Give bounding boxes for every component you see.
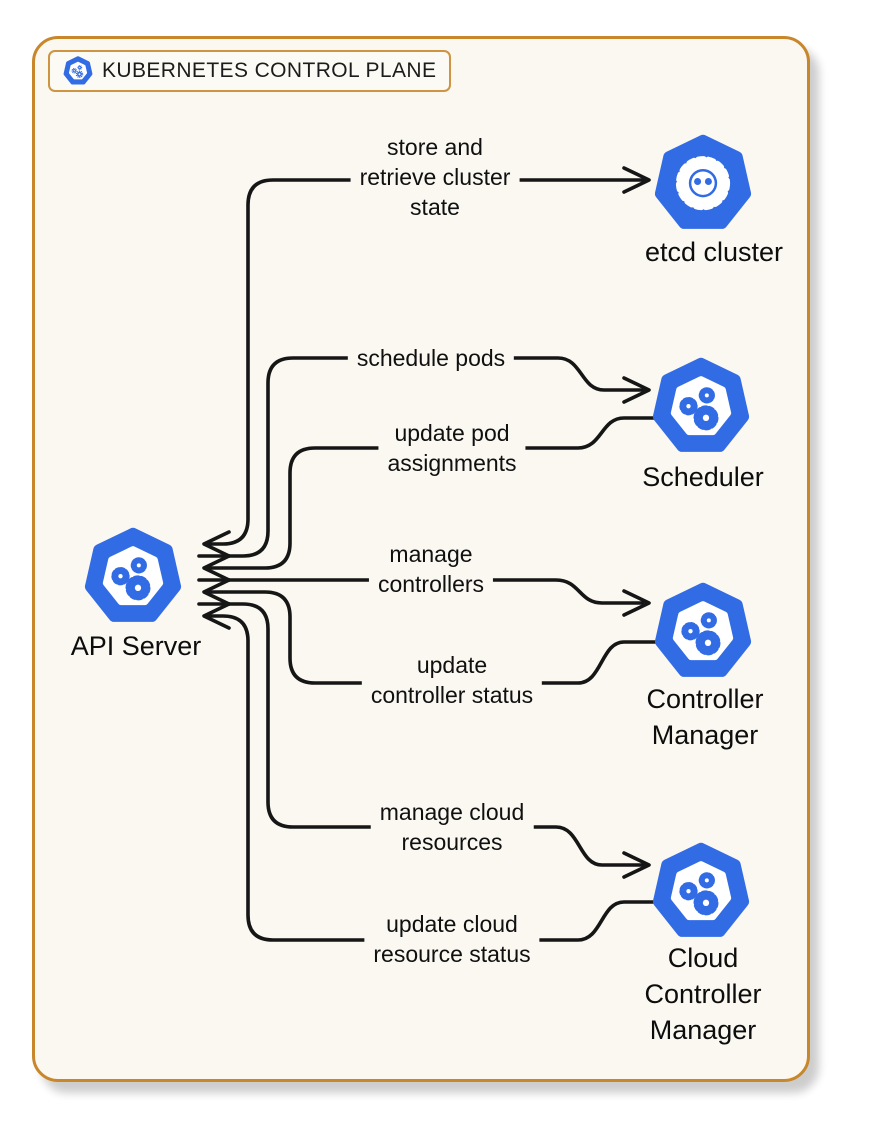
- arrowhead-into-cloud-controller-manager: [622, 851, 651, 879]
- edge-group: [197, 166, 658, 942]
- edge-cloud-controller-manager-api: [202, 602, 658, 942]
- page-title: KUBERNETES CONTROL PLANE: [102, 59, 437, 82]
- edge-label-store-retrieve-state: store and retrieve cluster state: [350, 131, 520, 223]
- node-label-cloud-controller-manager: Cloud Controller Manager: [644, 943, 762, 1045]
- scheduler-icon: [659, 364, 744, 446]
- node-label-controller-manager: Controller Manager: [646, 684, 764, 750]
- edge-label-manage-cloud-resources: manage cloud resources: [370, 796, 534, 858]
- edge-scheduler-api-path: [204, 416, 658, 570]
- edge-api-controller-manager: [197, 578, 651, 617]
- node-label-api-server: API Server: [70, 631, 202, 661]
- node-label-etcd: etcd cluster: [644, 237, 784, 267]
- arrowhead-into-api-server: [202, 578, 231, 606]
- edge-label-manage-controllers: manage controllers: [368, 538, 494, 600]
- edge-api-etcd-path: [204, 178, 645, 546]
- edge-api-controller-manager-path: [197, 578, 645, 605]
- arrowhead-into-scheduler: [622, 376, 651, 404]
- edge-controller-manager-api-path: [204, 590, 658, 685]
- arrowhead-into-api-server: [202, 602, 231, 630]
- arrowhead-into-controller-manager: [622, 589, 651, 617]
- edge-api-scheduler: [197, 356, 651, 558]
- edge-api-etcd: [202, 166, 651, 558]
- kubernetes-icon: [63, 56, 93, 85]
- edge-api-cloud-controller-manager: [197, 602, 651, 879]
- edge-cloud-controller-manager-api-path: [204, 614, 658, 942]
- cloud-controller-manager-icon: [659, 849, 744, 931]
- arrowhead-into-etcd: [622, 166, 651, 194]
- edge-api-cloud-controller-manager-path: [197, 602, 645, 867]
- edge-label-update-controller-status: update controller status: [361, 649, 543, 711]
- edge-label-update-pod-assignments: update pod assignments: [378, 417, 526, 479]
- etcd-icon: [661, 141, 746, 223]
- arrowhead-into-api-server: [202, 530, 231, 558]
- arrowhead-into-api-server: [202, 554, 231, 582]
- edge-label-schedule-pods: schedule pods: [347, 342, 515, 374]
- edge-api-scheduler-path: [197, 356, 645, 558]
- node-label-scheduler: Scheduler: [642, 462, 764, 492]
- title-badge: KUBERNETES CONTROL PLANE: [48, 50, 452, 92]
- edge-scheduler-api: [202, 416, 658, 582]
- api-server-icon: [91, 534, 176, 616]
- edge-controller-manager-api: [202, 578, 658, 685]
- controller-manager-icon: [661, 589, 746, 671]
- edge-label-update-cloud-resource-status: update cloud resource status: [364, 908, 540, 970]
